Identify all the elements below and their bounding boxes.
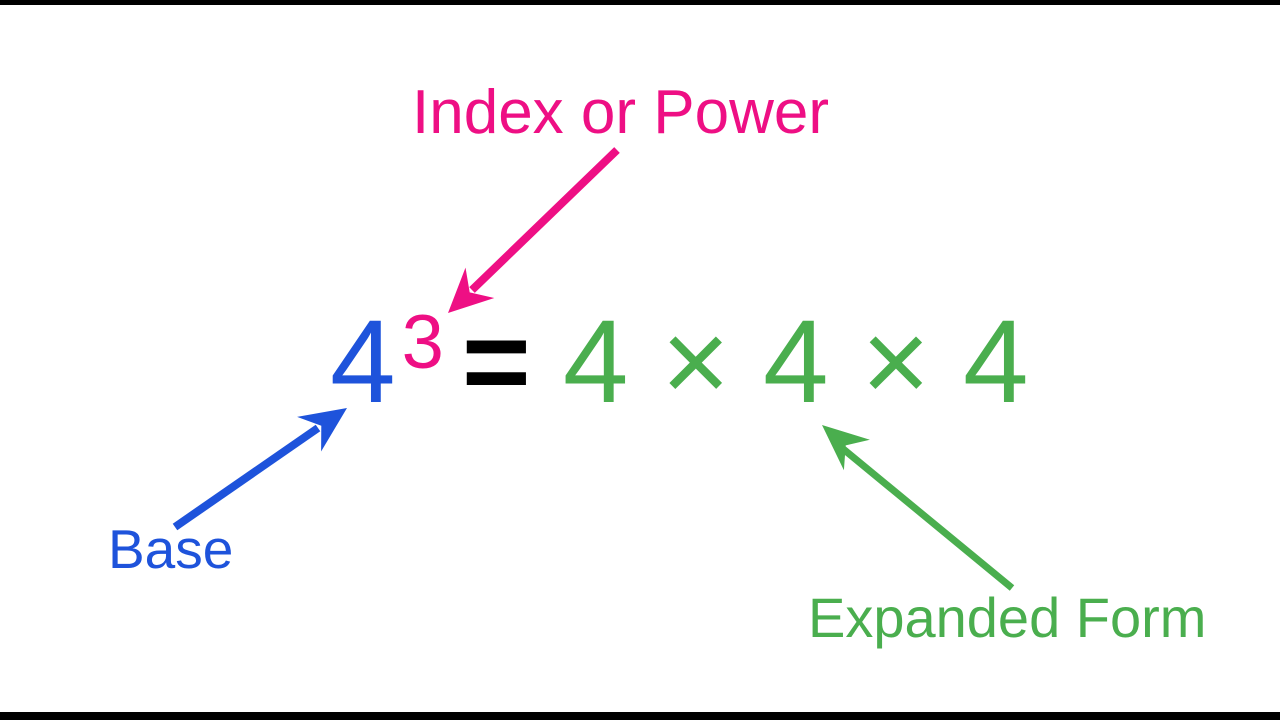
expanded-form-arrow — [822, 425, 1015, 591]
equals-sign: = — [461, 296, 531, 428]
letterbox-top-bar — [0, 0, 1280, 5]
base-label: Base — [108, 518, 234, 580]
base-arrow-shaft — [172, 424, 321, 531]
index-arrow — [448, 147, 620, 313]
equation-expanded-form: 4 × 4 × 4 — [562, 296, 1029, 428]
letterbox-bottom-bar — [0, 712, 1280, 720]
expanded-form-arrowhead-icon — [822, 425, 870, 471]
equation-exponent: 3 — [401, 300, 444, 385]
equation: 4 3 = 4 × 4 × 4 — [330, 303, 1029, 421]
expanded-form-arrow-shaft — [839, 445, 1015, 591]
index-arrow-shaft — [469, 147, 620, 293]
expanded-form-label: Expanded Form — [808, 586, 1207, 649]
equation-base-number: 4 — [330, 296, 396, 428]
base-arrow — [172, 408, 347, 531]
index-or-power-label: Index or Power — [412, 78, 829, 147]
